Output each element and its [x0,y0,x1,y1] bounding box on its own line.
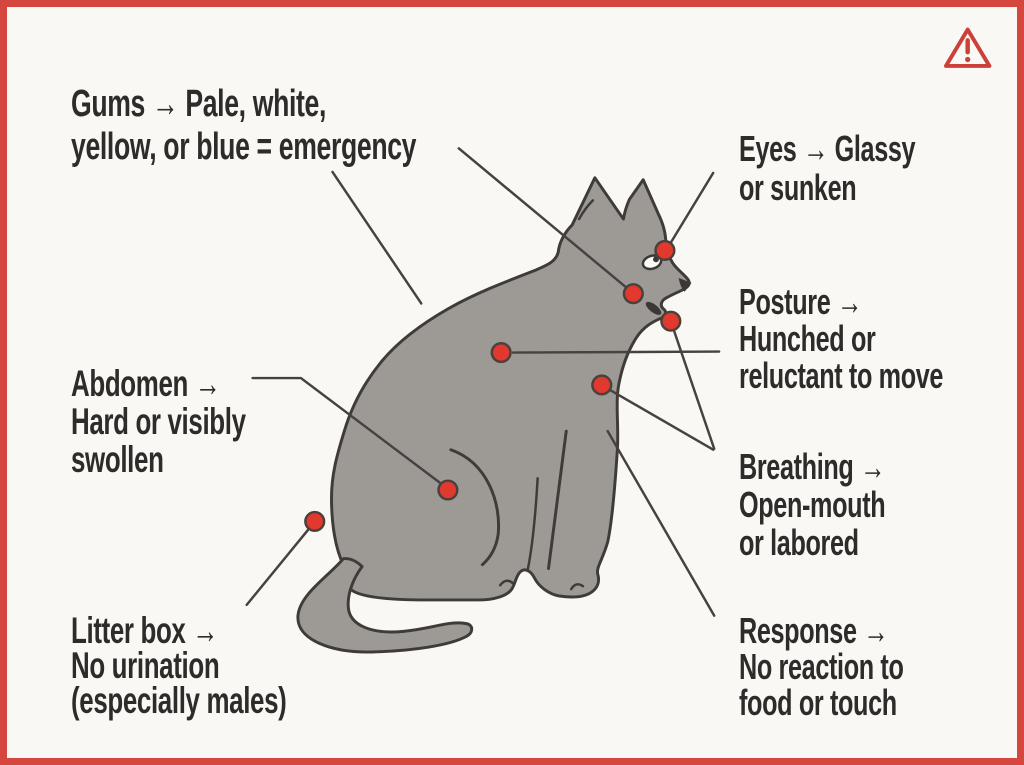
label-abdomen: Abdomen → Hard or visibly swollen [71,365,246,479]
cat-open-mouth [645,301,662,315]
pointer-line-response [606,429,716,617]
label-litter-box-line1: Litter box → [71,610,286,651]
label-abdomen-line2: Hard or visibly [71,401,246,442]
cat-body [330,176,691,602]
label-gums-line2: yellow, or blue = emergency [71,126,417,168]
arrow-glyph: → [863,610,889,651]
arrow-glyph: → [152,83,179,125]
label-litter-box-title: Litter box [71,610,186,651]
label-litter-box-line3: (especially males) [71,680,287,721]
marker-shoulder [490,342,512,364]
pointer-line-posture [511,350,721,354]
label-posture: Posture → Hunched or reluctant to move [739,283,943,394]
label-posture-title: Posture [739,281,831,322]
cat-ear-inner-line [577,199,595,221]
label-posture-line2: Hunched or [739,318,876,359]
pointer-line-litter-box [245,524,314,607]
arrow-glyph: → [192,610,218,651]
label-breathing-title: Breathing [739,446,854,487]
label-gums-line1: Gums → Pale, white, [71,83,416,126]
cat-inner-leg-line [526,476,539,571]
label-response-line1: Response → [739,613,904,649]
cat-foreleg-line [547,429,568,571]
label-eyes-line2: or sunken [739,167,857,208]
label-abdomen-line3: swollen [71,439,164,480]
pointer-line-breathing-chest [603,385,715,451]
label-breathing-line2: Open-mouth [739,484,886,525]
label-eyes-inline: Glassy [834,128,916,169]
cat-nose [678,277,692,292]
label-gums-title: Gums [71,83,145,125]
arrow-glyph: → [837,281,862,322]
cat-tail [296,557,474,654]
label-gums-inline: Pale, white, [185,83,327,125]
pointer-line-gums-2 [331,170,423,305]
label-eyes: Eyes → Glassy or sunken [739,128,916,208]
marker-jaw [622,283,644,305]
marker-hip [304,510,326,532]
label-breathing-line1: Breathing → [739,448,885,486]
cat-haunch-line [449,448,501,567]
label-posture-line3: reluctant to move [739,355,944,396]
label-abdomen-title: Abdomen [71,363,188,404]
marker-throat [660,310,682,332]
arrow-glyph: → [194,363,221,404]
pointer-line-gums [457,147,633,293]
marker-chest [591,374,613,396]
warning-triangle-icon [944,27,992,68]
marker-abdomen [437,479,459,501]
label-response-line2: No reaction to [739,646,904,687]
marker-eye [654,239,676,262]
label-gums: Gums → Pale, white, yellow, or blue = em… [71,83,416,169]
cat-toe-line-2 [569,583,585,591]
label-breathing: Breathing → Open-mouth or labored [739,448,886,563]
label-response-line3: food or touch [739,682,897,723]
arrow-glyph: → [860,446,885,487]
label-eyes-line1: Eyes → Glassy [739,128,916,169]
pointer-line-abdomen [251,376,449,490]
arrow-glyph: → [803,128,828,169]
label-abdomen-line1: Abdomen → [71,365,246,403]
pointer-line-breathing-throat [670,322,716,450]
label-posture-line1: Posture → [739,283,943,320]
pointer-line-eyes [666,171,715,249]
cat-illustration [245,27,992,654]
label-response-title: Response [739,610,857,651]
label-breathing-line3: or labored [739,522,859,563]
label-response: Response → No reaction to food or touch [739,613,904,721]
label-eyes-title: Eyes [739,128,797,169]
label-litter-box-line2: No urination [71,645,220,686]
label-litter-box: Litter box → No urination (especially ma… [71,610,287,721]
cat-toe-line-1 [498,579,515,587]
